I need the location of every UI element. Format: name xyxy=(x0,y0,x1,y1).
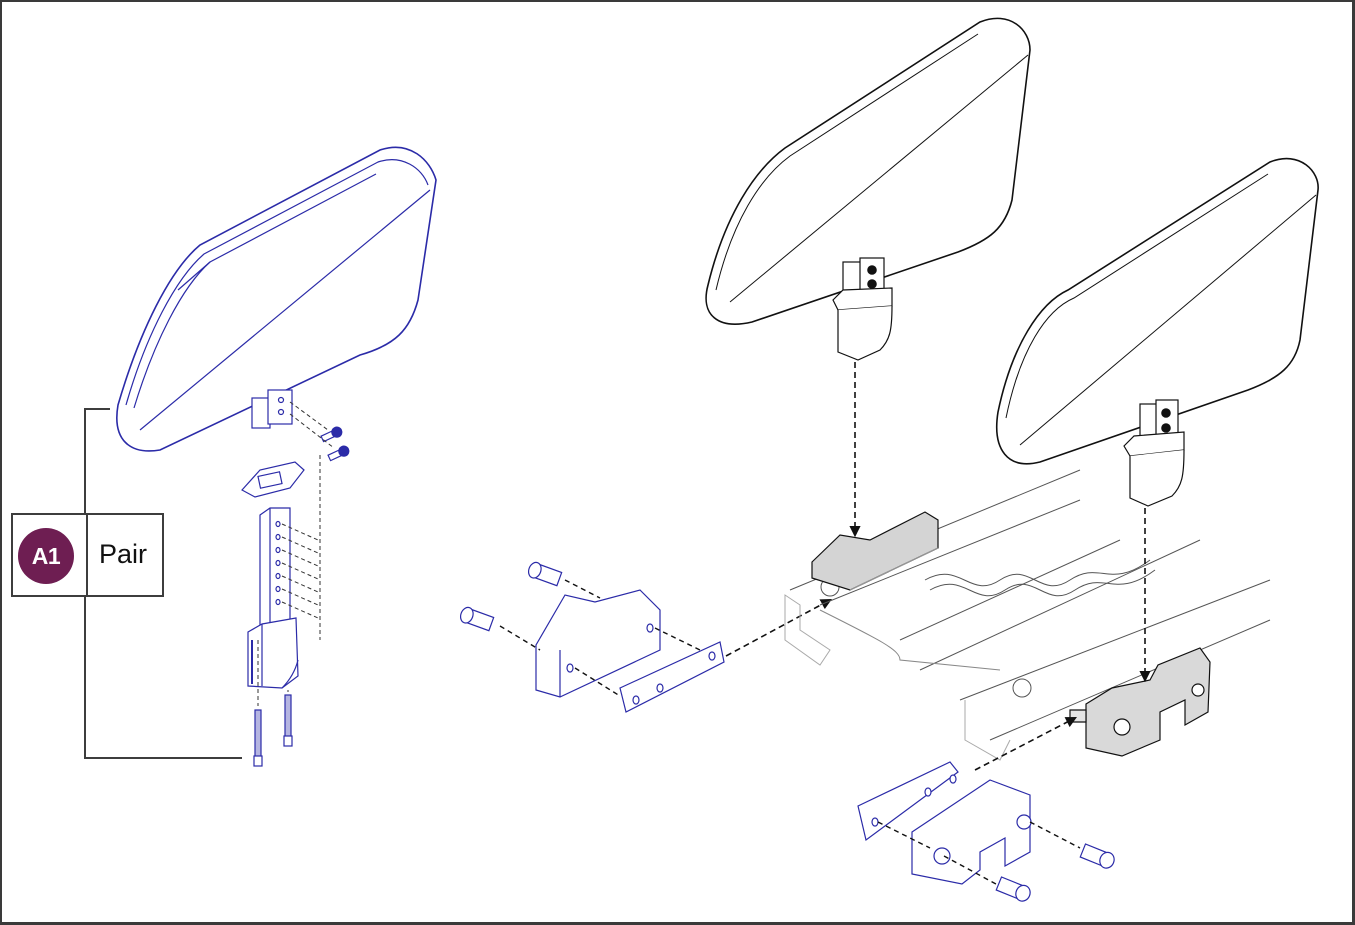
receiver-block xyxy=(247,617,299,689)
installed-pad-upper xyxy=(705,17,1031,361)
callout-divider xyxy=(86,515,88,595)
kit-pad-blue xyxy=(116,146,437,452)
insert-arrow-bottom xyxy=(974,716,1077,771)
rail-clamp-left xyxy=(459,561,832,713)
part-callout: A1 Pair xyxy=(11,513,164,597)
spacer-plate xyxy=(241,461,305,498)
item-id-label: A1 xyxy=(31,542,61,569)
height-adjust-bar xyxy=(259,507,319,633)
quantity-label: Pair xyxy=(99,539,148,569)
installed-clamp-lower xyxy=(1069,647,1211,757)
installed-clamp-upper xyxy=(811,511,939,591)
rail-clamp-right xyxy=(857,761,1115,902)
button-head-screws xyxy=(289,401,350,640)
item-id-badge: A1 xyxy=(18,528,74,584)
installed-pad-lower xyxy=(996,157,1319,507)
long-socket-screws xyxy=(253,640,293,767)
